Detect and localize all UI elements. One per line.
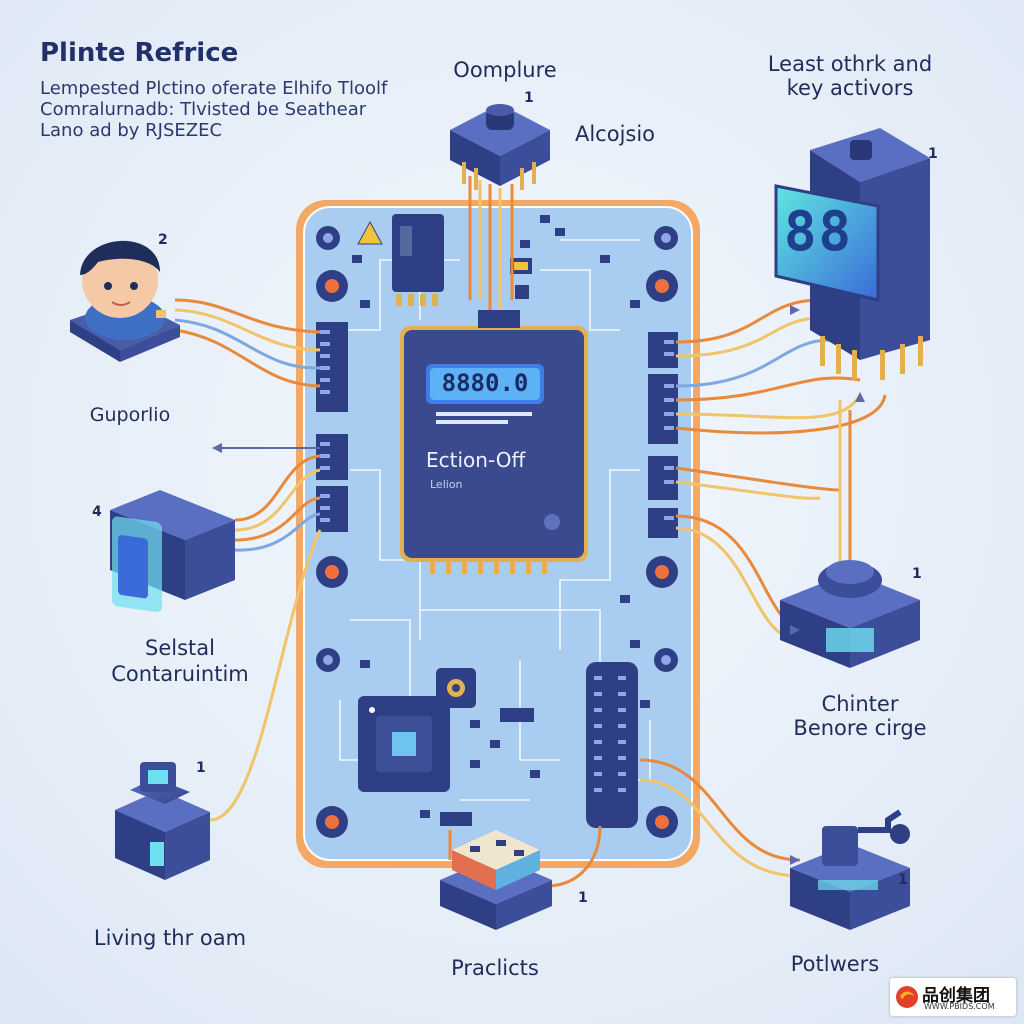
label-top-right-1: Least othrk and xyxy=(767,52,933,76)
top-module xyxy=(450,104,550,190)
subtitle-line: Comralurnadb: Tlvisted be Seathear xyxy=(40,99,367,120)
label-top-center-sub: Alcojsio xyxy=(574,122,656,146)
label-top-center: Oomplure xyxy=(453,58,557,82)
top-right-module xyxy=(774,128,930,380)
practice-module xyxy=(440,830,552,930)
label-right-mid-1: Chinter xyxy=(821,692,899,716)
power-module xyxy=(790,809,910,930)
watermark-url: WWW.PBIDS.COM xyxy=(924,1002,995,1011)
badge-number: 1 xyxy=(524,90,534,106)
watermark-logo: 品创集团 WWW.PBIDS.COM xyxy=(890,978,1016,1016)
badge-number: 1 xyxy=(196,760,206,776)
subtitle-line: Lano ad by RJSEZEC xyxy=(40,120,223,141)
ic-strip xyxy=(586,662,638,828)
label-right-bottom: Potlwers xyxy=(790,952,880,976)
top-right-display: 88 xyxy=(784,200,854,263)
badge-number: 4 xyxy=(92,504,102,520)
living-module xyxy=(115,762,210,880)
label-left-mid-2: Contaruintim xyxy=(111,662,249,686)
label-bottom-center: Praclicts xyxy=(451,956,539,980)
charger-module xyxy=(780,560,920,668)
watermark-brand: 品创集团 xyxy=(922,986,990,1006)
badge-number: 2 xyxy=(158,232,168,248)
wires xyxy=(174,176,887,888)
sub-chip xyxy=(358,668,534,826)
badge-number: 1 xyxy=(578,890,588,906)
badge-number: 1 xyxy=(898,872,908,888)
connector-right xyxy=(648,332,678,538)
user-avatar xyxy=(70,240,180,362)
page-title: Plinte Refrice xyxy=(40,38,239,68)
pcb-board xyxy=(296,200,700,868)
brand-mark-icon xyxy=(896,986,918,1008)
connector-left xyxy=(316,322,348,532)
label-right-mid-2: Benore cirge xyxy=(793,716,927,740)
badge-number: 1 xyxy=(912,566,922,582)
label-top-right-2: key activors xyxy=(786,76,914,100)
chip-display-value: 8880.0 xyxy=(441,369,529,397)
label-user: Guporlio xyxy=(89,404,171,426)
display-block xyxy=(110,490,235,612)
chip-name: Ection-Off xyxy=(426,448,526,472)
label-left-mid-1: Selstal xyxy=(145,636,215,660)
chip-sub: Lelion xyxy=(430,478,463,491)
page-subtitle: Lempested Plctino oferate Elhifo Tloolf … xyxy=(40,78,400,141)
main-chip xyxy=(400,310,588,574)
label-left-bottom: Living thr oam xyxy=(93,926,247,950)
badge-number: 1 xyxy=(928,146,938,162)
subtitle-line: Lempested Plctino oferate Elhifo Tloolf xyxy=(40,78,388,99)
